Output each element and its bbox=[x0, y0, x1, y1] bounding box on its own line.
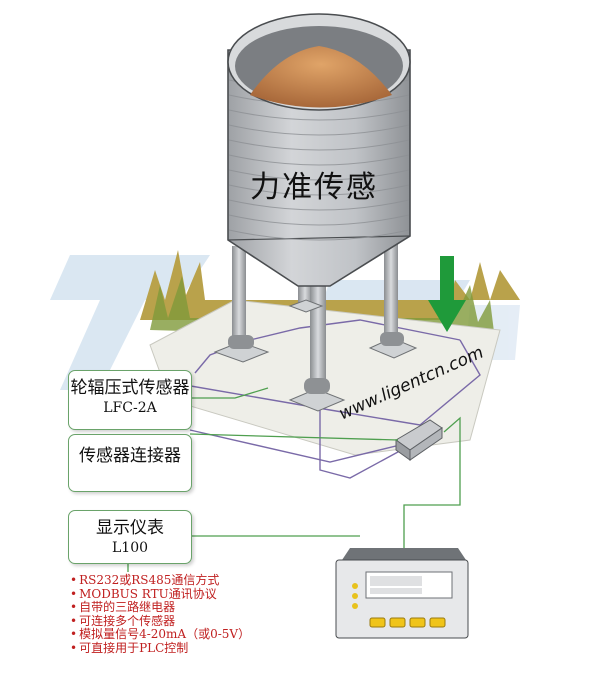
display-label-box: 显示仪表 L100 bbox=[68, 510, 192, 564]
feature-item: 自带的三路继电器 bbox=[70, 600, 250, 615]
connector-label-box: 传感器连接器 bbox=[68, 434, 192, 492]
feature-item: 模拟量信号4-20mA（或0-5V） bbox=[70, 627, 250, 642]
junction-box bbox=[395, 419, 443, 461]
sensor-title: 轮辐压式传感器 bbox=[70, 378, 190, 398]
grain-pile bbox=[250, 46, 392, 108]
silo-brand-label: 力准传感 bbox=[250, 170, 378, 205]
feature-item: MODBUS RTU通讯协议 bbox=[70, 587, 250, 602]
sensor-label-box: 轮辐压式传感器 LFC-2A bbox=[68, 370, 192, 430]
load-cell-foot bbox=[288, 378, 346, 412]
feature-item: RS232或RS485通信方式 bbox=[70, 573, 250, 588]
feature-item: 可连接多个传感器 bbox=[70, 614, 250, 629]
feature-item: 可直接用于PLC控制 bbox=[70, 641, 250, 656]
display-model: L100 bbox=[111, 540, 149, 556]
load-cell-foot bbox=[288, 299, 324, 313]
load-cell-foot bbox=[368, 332, 418, 359]
sensor-cables bbox=[184, 319, 481, 479]
down-arrow-icon bbox=[428, 256, 466, 332]
display-instrument bbox=[335, 548, 469, 639]
display-title: 显示仪表 bbox=[96, 518, 164, 538]
connector-title: 传感器连接器 bbox=[79, 446, 181, 466]
feature-list: RS232或RS485通信方式 MODBUS RTU通讯协议 自带的三路继电器 … bbox=[70, 573, 250, 656]
load-cell-foot bbox=[213, 335, 270, 363]
sensor-model: LFC-2A bbox=[103, 400, 157, 416]
connector-lines bbox=[127, 387, 461, 572]
silo bbox=[227, 13, 411, 287]
